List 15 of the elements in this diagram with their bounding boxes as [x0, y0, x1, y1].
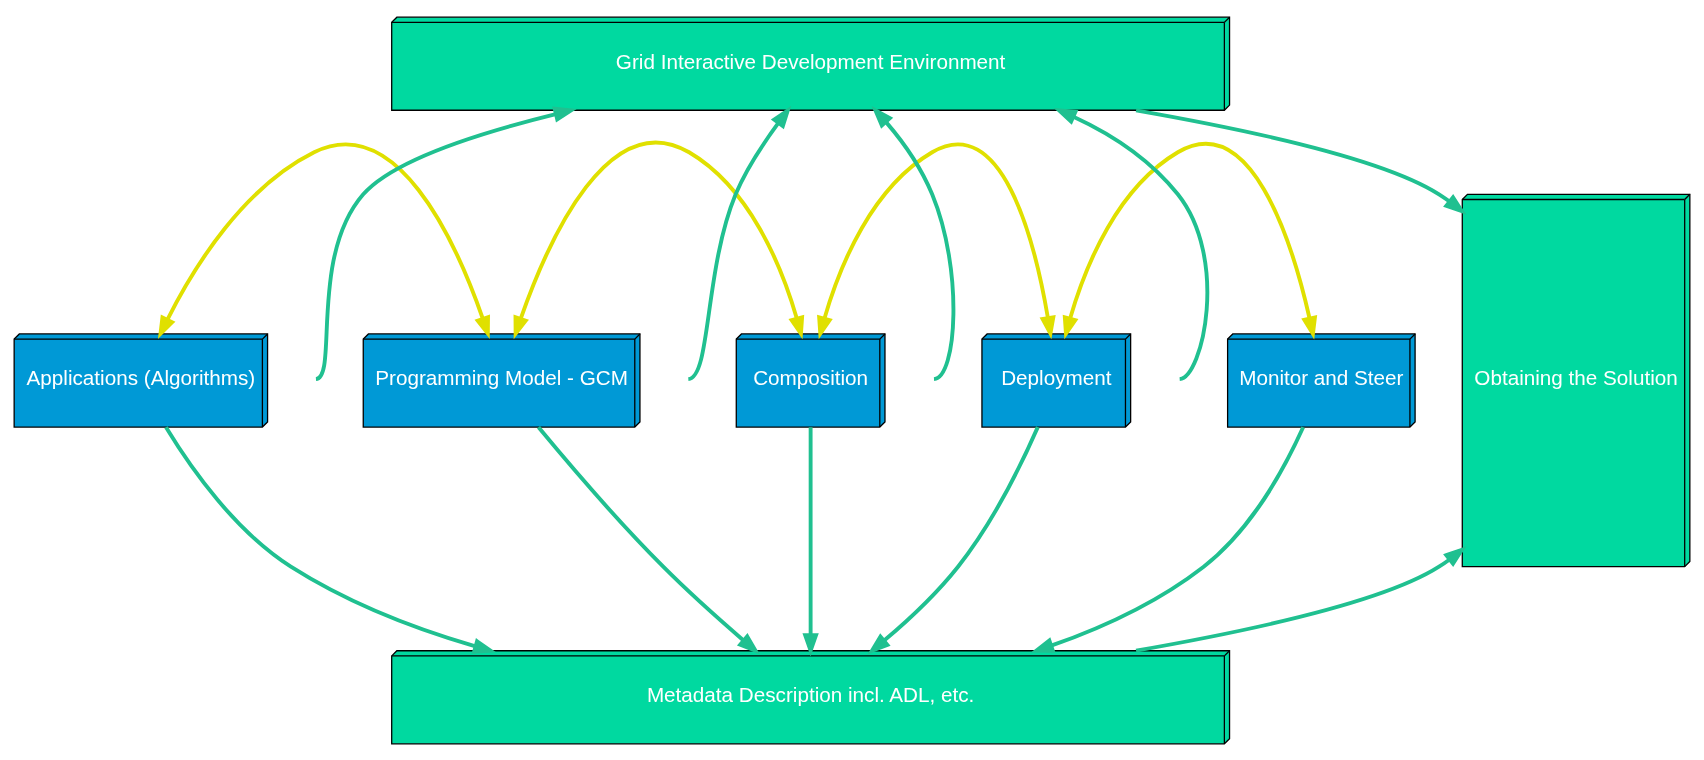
arrow	[537, 425, 760, 654]
arrow	[1062, 141, 1318, 340]
arrow	[687, 105, 792, 381]
arrow	[867, 425, 1040, 654]
arrow	[817, 142, 1056, 339]
arrow	[1030, 426, 1305, 653]
arrow	[1135, 107, 1467, 215]
arrow	[314, 106, 577, 381]
arrow	[871, 105, 956, 381]
arrow	[1135, 545, 1467, 653]
arrow	[1053, 107, 1210, 381]
arrow	[513, 140, 805, 339]
arrow	[802, 426, 819, 657]
arrow	[164, 425, 497, 654]
arrow	[157, 142, 490, 339]
